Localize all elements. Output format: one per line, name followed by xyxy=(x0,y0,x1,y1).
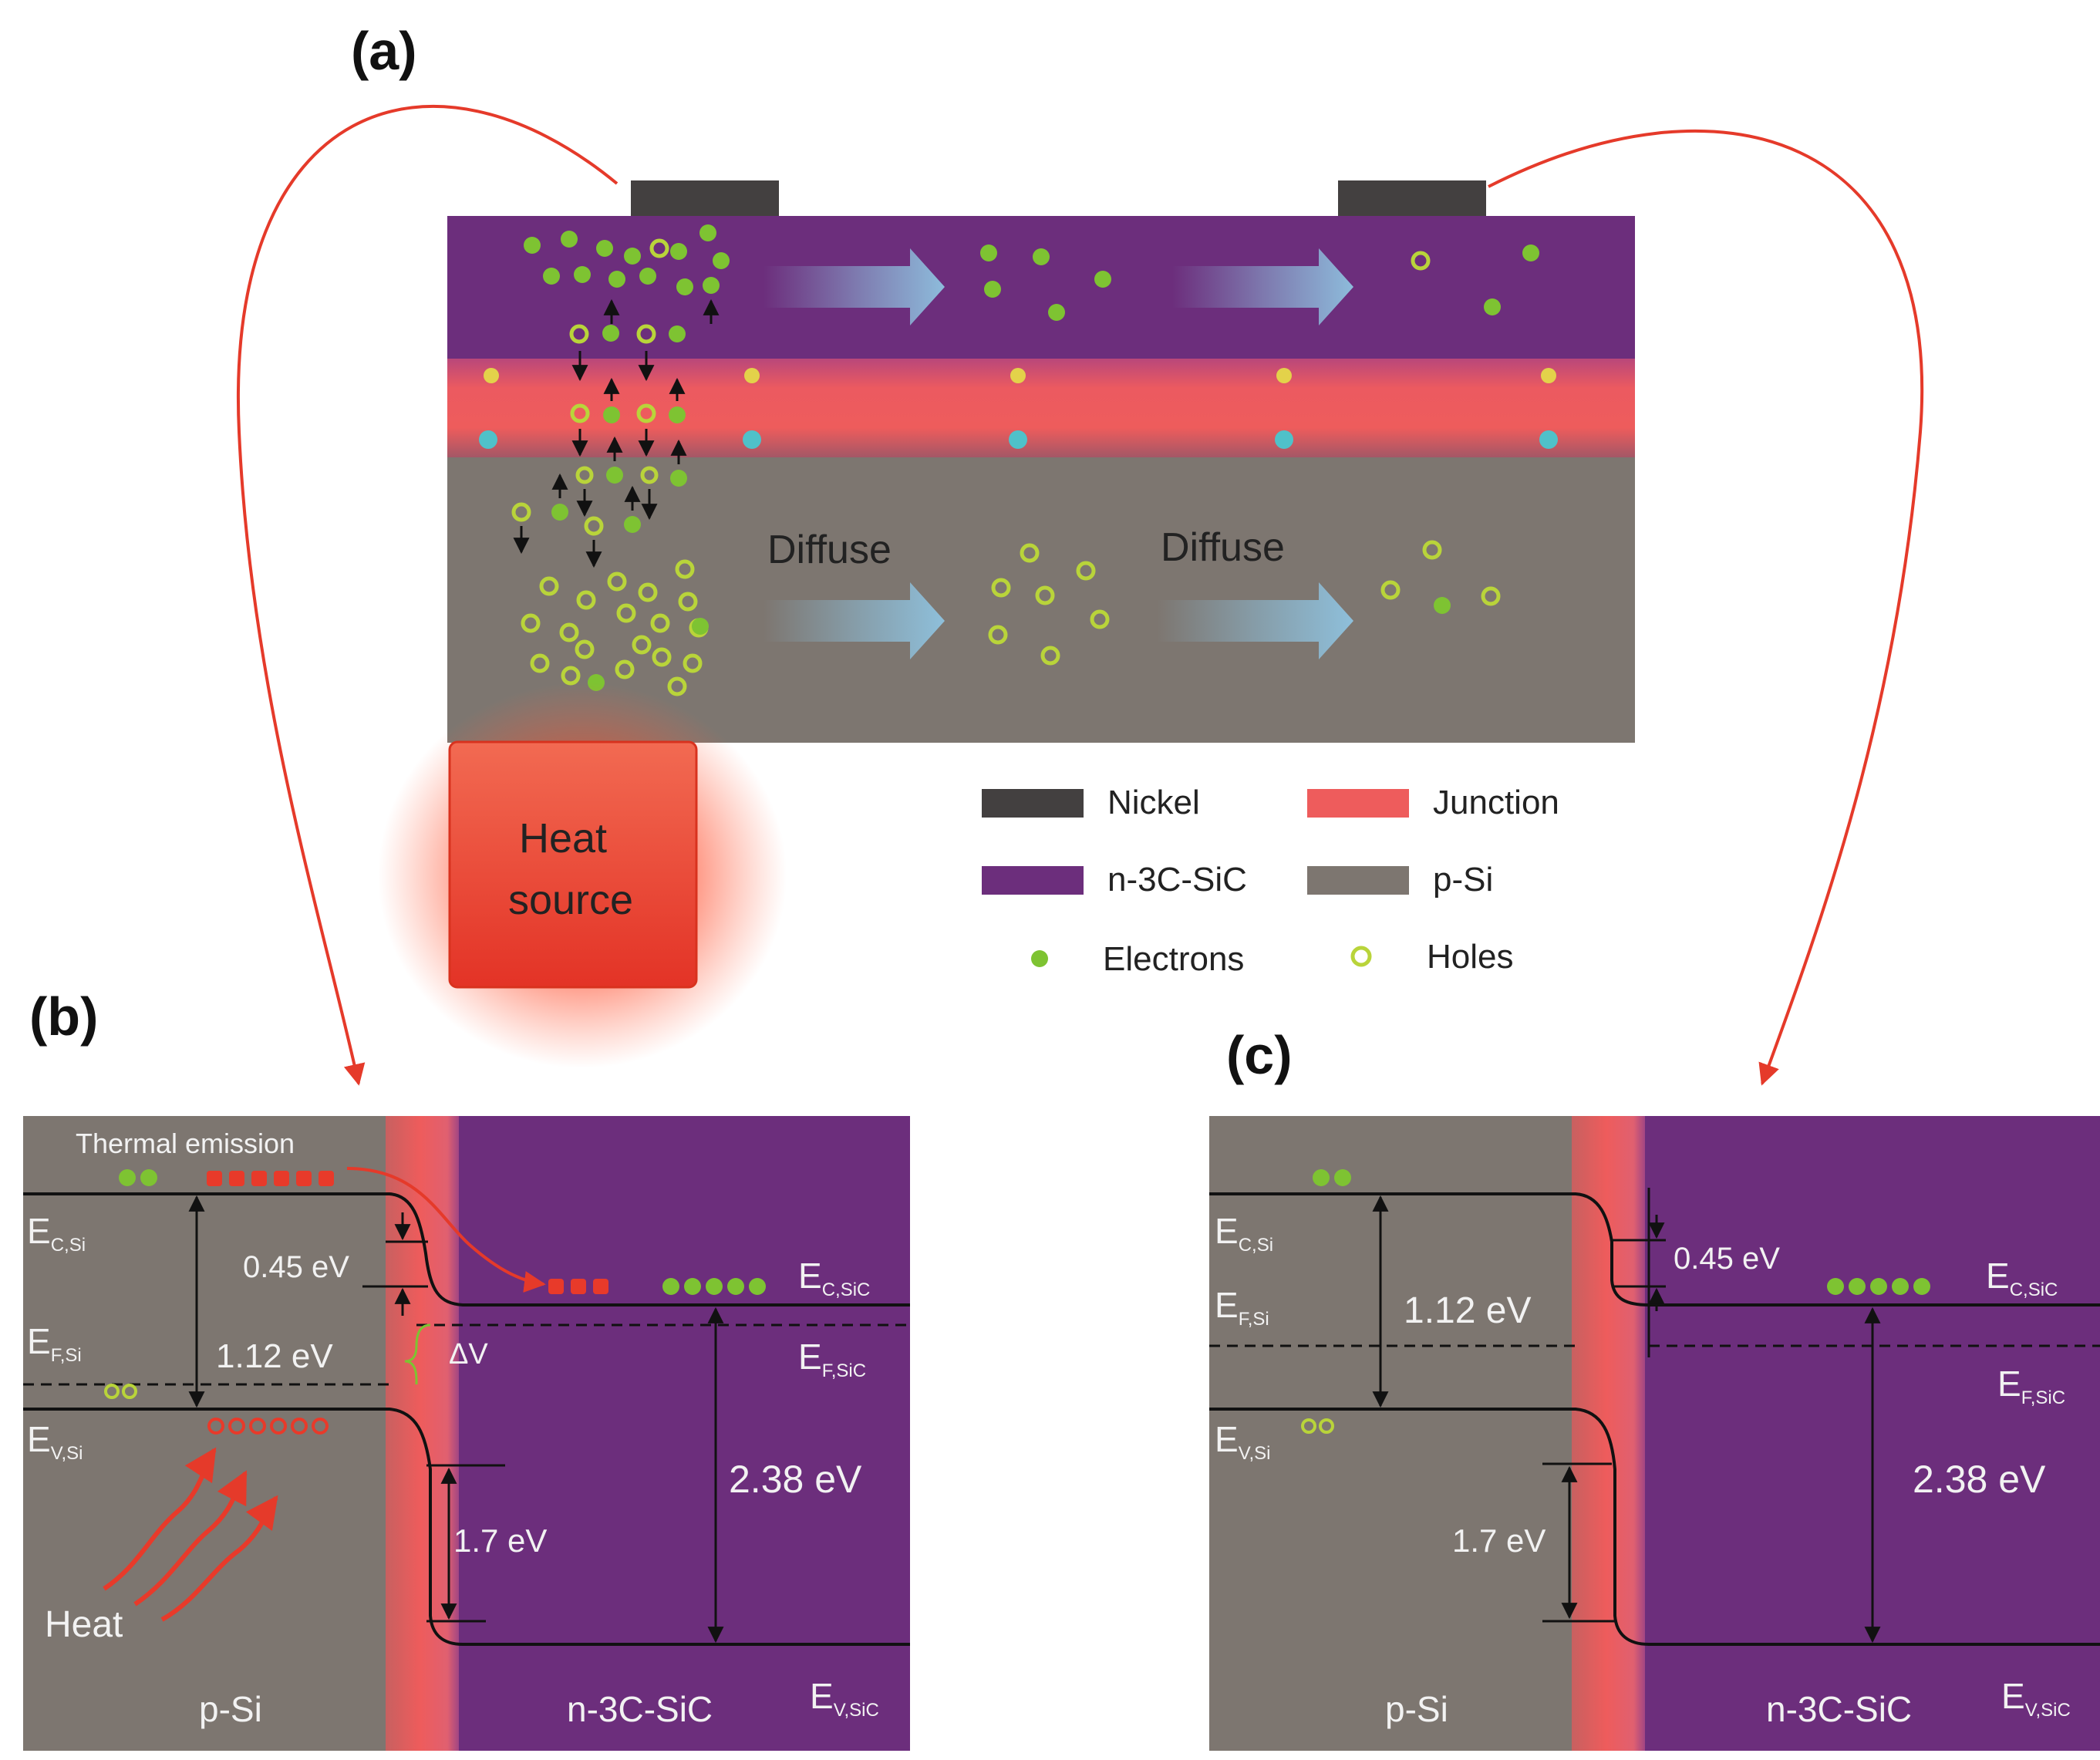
legend-label-n-sic: n-3C-SiC xyxy=(1107,861,1247,899)
diffuse-arrows xyxy=(763,248,1353,659)
b-valence-band xyxy=(23,1408,910,1646)
b-p-si-region xyxy=(23,1116,389,1751)
b-right-material-label: n-3C-SiC xyxy=(567,1689,713,1729)
heat-source xyxy=(448,740,698,989)
b-label-ev-sic: EV,SiC xyxy=(810,1676,879,1721)
b-hot-electrons xyxy=(207,1171,608,1294)
b-holes xyxy=(104,1384,137,1399)
b-heat-label: Heat xyxy=(45,1604,123,1645)
b-gap-sic-label: 2.38 eV xyxy=(729,1458,862,1501)
negative-ion xyxy=(479,430,1558,449)
b-left-material-label: p-Si xyxy=(199,1689,262,1729)
excitation-arrows xyxy=(513,298,720,568)
legend-swatch-nickel xyxy=(982,789,1084,818)
b-label-ev-si: EV,Si xyxy=(27,1419,83,1464)
c-label-ef-sic: EF,SiC xyxy=(1997,1364,2065,1408)
positive-ion xyxy=(484,368,1556,383)
diffuse-label-2: Diffuse xyxy=(1161,525,1285,570)
b-hot-holes xyxy=(207,1418,329,1435)
b-label-ef-si: EF,Si xyxy=(27,1321,82,1366)
legend: Nickel Junction n-3C-SiC p-Si Electrons … xyxy=(982,784,1559,978)
c-measure-arrows xyxy=(1372,1188,1881,1644)
junction-ions xyxy=(479,368,1558,449)
panel-c-label: (c) xyxy=(1226,1025,1293,1085)
panel-a: (a) Diffuse Diffuse xyxy=(236,21,1923,1086)
b-fermi-levels xyxy=(23,1323,910,1386)
c-label-ec-si: EC,Si xyxy=(1215,1211,1273,1256)
c-p-si-region xyxy=(1209,1116,1576,1751)
c-valence-band xyxy=(1209,1408,2100,1646)
n-sic-layer xyxy=(447,216,1635,359)
panel-a-label: (a) xyxy=(351,21,417,81)
c-offset-label: 0.45 eV xyxy=(1674,1242,1780,1276)
b-thermal-emission-arrow xyxy=(346,1167,546,1293)
heat-source-label-line1: Heat xyxy=(519,815,607,861)
legend-label-holes: Holes xyxy=(1427,938,1514,976)
c-label-ev-si: EV,Si xyxy=(1215,1419,1271,1464)
legend-swatch-p-si xyxy=(1307,866,1409,895)
legend-swatch-junction xyxy=(1307,789,1409,818)
legend-hole-marker xyxy=(1350,946,1372,967)
legend-electron-marker xyxy=(1031,950,1048,967)
c-gap-junction-label: 1.7 eV xyxy=(1452,1522,1546,1559)
panel-c: (c) 1.1 xyxy=(1209,1025,2100,1751)
legend-label-p-si: p-Si xyxy=(1433,861,1493,899)
b-band-lines xyxy=(23,1192,910,1646)
b-junction-region xyxy=(386,1116,463,1751)
junction-layer xyxy=(447,359,1635,457)
c-junction-region xyxy=(1572,1116,1649,1751)
c-gap-sic-label: 2.38 eV xyxy=(1913,1458,2046,1501)
legend-label-junction: Junction xyxy=(1433,784,1559,821)
b-label-ec-si: EC,Si xyxy=(27,1211,86,1256)
diffuse-arrow-bottom-2 xyxy=(1157,582,1353,659)
diffuse-arrow-bottom-1 xyxy=(763,582,945,659)
b-conduction-band xyxy=(23,1192,910,1307)
diffuse-arrow-top-2 xyxy=(1172,248,1353,325)
holes-p-si xyxy=(521,540,1501,696)
c-label-ef-si: EF,Si xyxy=(1215,1285,1269,1330)
legend-label-electrons: Electrons xyxy=(1103,940,1244,978)
nickel-contact-left xyxy=(631,180,779,216)
b-label-ec-sic: EC,SiC xyxy=(798,1256,870,1300)
c-band-lines xyxy=(1209,1192,2100,1646)
nickel-contact-right xyxy=(1338,180,1486,216)
b-label-ef-sic: EF,SiC xyxy=(798,1337,866,1381)
electrons-n-sic xyxy=(524,224,1539,342)
junction-carriers xyxy=(511,403,687,536)
c-left-material-label: p-Si xyxy=(1385,1689,1448,1729)
legend-swatch-n-sic xyxy=(982,866,1084,895)
arrow-to-panel-b xyxy=(236,104,619,1086)
c-conduction-band xyxy=(1209,1192,2100,1307)
b-offset-label: 0.45 eV xyxy=(243,1250,349,1284)
diffuse-label-1: Diffuse xyxy=(767,528,892,572)
b-gap-si-label: 1.12 eV xyxy=(216,1337,333,1375)
c-right-material-label: n-3C-SiC xyxy=(1766,1689,1912,1729)
b-delta-v-bracket xyxy=(404,1323,431,1384)
b-delta-v-label: ΔV xyxy=(449,1338,488,1371)
c-gap-si-label: 1.12 eV xyxy=(1404,1290,1531,1331)
holes-n-sic xyxy=(569,238,1431,344)
panel-b-label: (b) xyxy=(29,986,98,1047)
b-n-sic-region xyxy=(459,1116,910,1751)
legend-label-nickel: Nickel xyxy=(1107,784,1200,821)
c-label-ec-sic: EC,SiC xyxy=(1986,1256,2058,1300)
b-heat-arrows xyxy=(103,1447,278,1622)
diffuse-arrow-top-1 xyxy=(763,248,945,325)
b-measure-arrows xyxy=(188,1195,724,1644)
c-label-ev-sic: EV,SiC xyxy=(2001,1676,2071,1721)
c-electrons xyxy=(1313,1169,1930,1295)
heat-source-label-line2: source xyxy=(508,877,633,923)
panel-b: (b) xyxy=(23,986,910,1751)
c-holes xyxy=(1301,1418,1334,1434)
arrow-to-panel-c xyxy=(1488,129,1923,1086)
b-electrons xyxy=(119,1169,766,1295)
b-thermal-emission-label: Thermal emission xyxy=(76,1128,295,1159)
b-gap-junction-label: 1.7 eV xyxy=(453,1522,547,1559)
